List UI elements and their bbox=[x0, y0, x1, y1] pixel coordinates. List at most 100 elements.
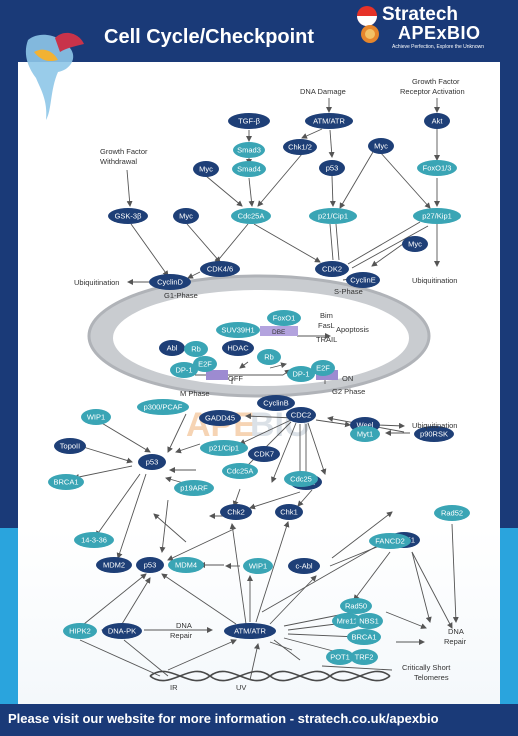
node-p21-mid: p21/Cip1 bbox=[200, 440, 248, 456]
label-dna-repair-left-1: DNA bbox=[176, 621, 192, 630]
node-cyclind: CyclinD bbox=[149, 274, 191, 290]
node-cdk7: CDK7 bbox=[248, 446, 280, 462]
node-chk2: Chk2 bbox=[220, 504, 252, 520]
cell-nucleus bbox=[113, 290, 409, 386]
node-shape bbox=[309, 208, 357, 224]
node-shape bbox=[424, 113, 450, 129]
node-atm-atr-low: ATM/ATR bbox=[224, 623, 276, 639]
node-shape bbox=[311, 360, 335, 376]
node-suv39h1: SUV39H1 bbox=[216, 322, 260, 338]
node-label: DP-1 bbox=[175, 366, 192, 375]
node-fancd2: FANCD2 bbox=[369, 533, 411, 549]
node-smad4: Smad4 bbox=[232, 161, 266, 177]
node-label: DNA-PK bbox=[108, 627, 136, 636]
page-title: Cell Cycle/Checkpoint bbox=[104, 26, 315, 48]
node-mdm4: MDM4 bbox=[168, 557, 204, 573]
label-m-phase: M Phase bbox=[180, 389, 210, 398]
node-p19arf: p19ARF bbox=[174, 480, 214, 496]
node-label: Cdc25A bbox=[238, 212, 265, 221]
node-shape bbox=[402, 236, 428, 252]
node-shape bbox=[136, 557, 164, 573]
footer-bar bbox=[0, 704, 518, 736]
node-label: Myc bbox=[374, 142, 388, 151]
node-label: WIP1 bbox=[87, 413, 105, 422]
label-on: ON bbox=[342, 374, 353, 383]
node-label: E2F bbox=[316, 364, 330, 373]
node-shape bbox=[288, 558, 320, 574]
node-label: TRF2 bbox=[355, 653, 374, 662]
node-shape bbox=[200, 261, 240, 277]
node-trf2: TRF2 bbox=[350, 649, 378, 665]
node-shape bbox=[224, 623, 276, 639]
node-shape bbox=[170, 362, 198, 378]
node-shape bbox=[369, 533, 411, 549]
node-label: Smad4 bbox=[237, 165, 261, 174]
node-label: DP-1 bbox=[292, 370, 309, 379]
label-trail: TRAIL bbox=[316, 335, 337, 344]
node-shape bbox=[200, 440, 248, 456]
node-smad3: Smad3 bbox=[233, 142, 265, 158]
header-bar bbox=[0, 0, 518, 62]
node-label: CyclinD bbox=[157, 278, 183, 287]
node-atm-atr-top: ATM/ATR bbox=[305, 113, 353, 129]
node-rb2: Rb bbox=[257, 349, 281, 365]
node-hipk2: HIPK2 bbox=[63, 623, 97, 639]
pathway-arrows bbox=[73, 98, 459, 681]
node-dp1-left: DP-1 bbox=[170, 362, 198, 378]
node-p1433: 14-3-36 bbox=[74, 532, 114, 548]
node-label: TopoII bbox=[60, 442, 80, 451]
node-label: p300/PCAF bbox=[144, 403, 183, 412]
node-shape bbox=[413, 208, 461, 224]
node-shape bbox=[350, 426, 380, 442]
node-shape bbox=[54, 438, 86, 454]
node-shape bbox=[222, 340, 254, 356]
node-label: CDK2 bbox=[322, 265, 342, 274]
node-gsk3b: GSK-3β bbox=[108, 208, 148, 224]
node-chk12: Chk1/2 bbox=[283, 139, 317, 155]
node-foxo1: FoxO1 bbox=[267, 310, 301, 326]
node-shape bbox=[74, 532, 114, 548]
node-shape bbox=[159, 340, 185, 356]
node-rad52: Rad52 bbox=[434, 505, 470, 521]
node-label: ATM/ATR bbox=[313, 117, 345, 126]
label-ubiquitination-weel: Ubiquitination bbox=[412, 421, 457, 430]
node-myt1: Myt1 bbox=[350, 426, 380, 442]
node-rb1: Rb bbox=[184, 341, 208, 357]
label-bim: Bim bbox=[320, 311, 333, 320]
label-apoptosis: Apoptosis bbox=[336, 325, 369, 334]
node-shape bbox=[347, 629, 381, 645]
node-shape bbox=[305, 113, 353, 129]
node-hdac: HDAC bbox=[222, 340, 254, 356]
node-label: GADD45 bbox=[205, 414, 235, 423]
node-label: CDC2 bbox=[291, 411, 311, 420]
node-label: WIP1 bbox=[249, 562, 267, 571]
label-gf-withdrawal-1: Growth Factor bbox=[100, 147, 148, 156]
node-label: p19ARF bbox=[180, 484, 208, 493]
node-p53-top: p53 bbox=[319, 160, 345, 176]
node-label: SUV39H1 bbox=[221, 326, 254, 335]
node-label: Cdc25 bbox=[290, 475, 312, 484]
label-g1-phase: G1-Phase bbox=[164, 291, 198, 300]
node-label: TGF-β bbox=[238, 117, 260, 126]
node-shape bbox=[326, 649, 354, 665]
brand-tagline: Achieve Perfection, Explore the Unknown bbox=[392, 44, 484, 50]
node-label: POT1 bbox=[330, 653, 350, 662]
label-telomeres-1: Critically Short bbox=[402, 663, 451, 672]
node-shape bbox=[108, 208, 148, 224]
node-shape bbox=[137, 399, 189, 415]
node-cdc2: CDC2 bbox=[286, 407, 316, 423]
node-label: CDK4/6 bbox=[207, 265, 233, 274]
node-cdk46: CDK4/6 bbox=[200, 261, 240, 277]
node-shape bbox=[257, 349, 281, 365]
node-label: Rb bbox=[191, 345, 201, 354]
node-label: Myc bbox=[408, 240, 422, 249]
node-shape bbox=[184, 341, 208, 357]
node-myc1: Myc bbox=[193, 161, 219, 177]
node-label: p21/Cip1 bbox=[318, 212, 348, 221]
node-label: Cdc25A bbox=[227, 467, 254, 476]
node-chk1: Chk1 bbox=[275, 504, 303, 520]
node-label: Mre11 bbox=[337, 617, 358, 626]
node-shape bbox=[48, 474, 84, 490]
node-cdc25a-top: Cdc25A bbox=[231, 208, 271, 224]
